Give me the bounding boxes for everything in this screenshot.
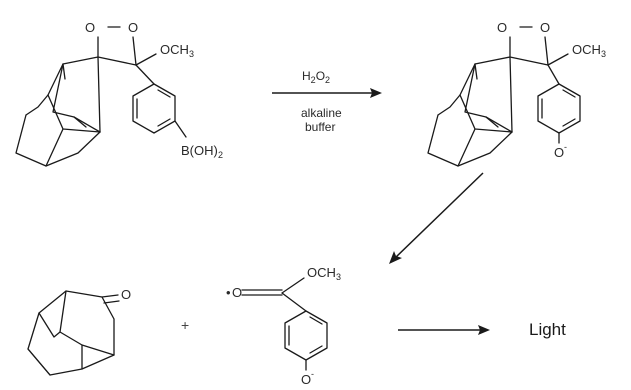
boronic-acid-label: B(OH)	[181, 143, 218, 158]
methoxy-subscript: 3	[189, 49, 194, 59]
ester-molecule: • O OCH 3 O -	[226, 265, 341, 387]
ester-carbonyl-oxygen: O	[232, 285, 242, 300]
reagent-label: H2O2	[302, 69, 330, 85]
light-arrow	[398, 325, 490, 335]
step2-arrow	[389, 172, 484, 264]
aryl-bond	[281, 292, 307, 312]
adamantanone-molecule: O	[27, 287, 131, 376]
boronic-acid-subscript: 2	[218, 150, 223, 160]
condition-line-1: alkaline	[301, 106, 342, 120]
aryl-bond	[547, 64, 560, 85]
condition-line-2: buffer	[305, 120, 335, 134]
carbonyl-double-bond	[103, 300, 120, 304]
radical-dot: •	[226, 285, 231, 300]
peroxide-oxygen-1: O	[497, 20, 507, 35]
ester-methoxy-label: OCH	[307, 265, 336, 280]
ester-phenoxide-charge: -	[311, 369, 314, 379]
ester-oxygen-bond	[281, 277, 305, 294]
step1-arrow	[272, 88, 382, 98]
phenyl-ring	[284, 310, 328, 361]
dioxetane-ring	[509, 26, 569, 66]
phenyl-ring	[132, 83, 176, 134]
adamantane-ring	[427, 56, 513, 167]
intermediate-molecule: O O OCH 3 O -	[427, 20, 606, 167]
peroxide-oxygen-2: O	[128, 20, 138, 35]
ester-phenoxide-oxygen: O	[301, 372, 311, 387]
methoxy-label: OCH	[160, 42, 189, 57]
ketone-oxygen: O	[121, 287, 131, 302]
phenoxide-charge: -	[564, 142, 567, 152]
peroxide-oxygen-1: O	[85, 20, 95, 35]
plus-sign: +	[181, 317, 189, 333]
reactant-molecule: O O OCH 3 B(OH) 2	[15, 20, 223, 167]
methoxy-subscript: 3	[601, 49, 606, 59]
boronic-bond	[174, 120, 187, 138]
carbonyl-bond	[101, 294, 119, 298]
methoxy-label: OCH	[572, 42, 601, 57]
peroxide-oxygen-2: O	[540, 20, 550, 35]
ester-methoxy-subscript: 3	[336, 272, 341, 282]
phenyl-ring	[537, 83, 581, 134]
light-label: Light	[529, 320, 566, 339]
aryl-bond	[135, 64, 155, 85]
dioxetane-ring	[97, 26, 157, 66]
adamantane-ring	[15, 56, 101, 167]
phenoxide-oxygen: O	[554, 145, 564, 160]
